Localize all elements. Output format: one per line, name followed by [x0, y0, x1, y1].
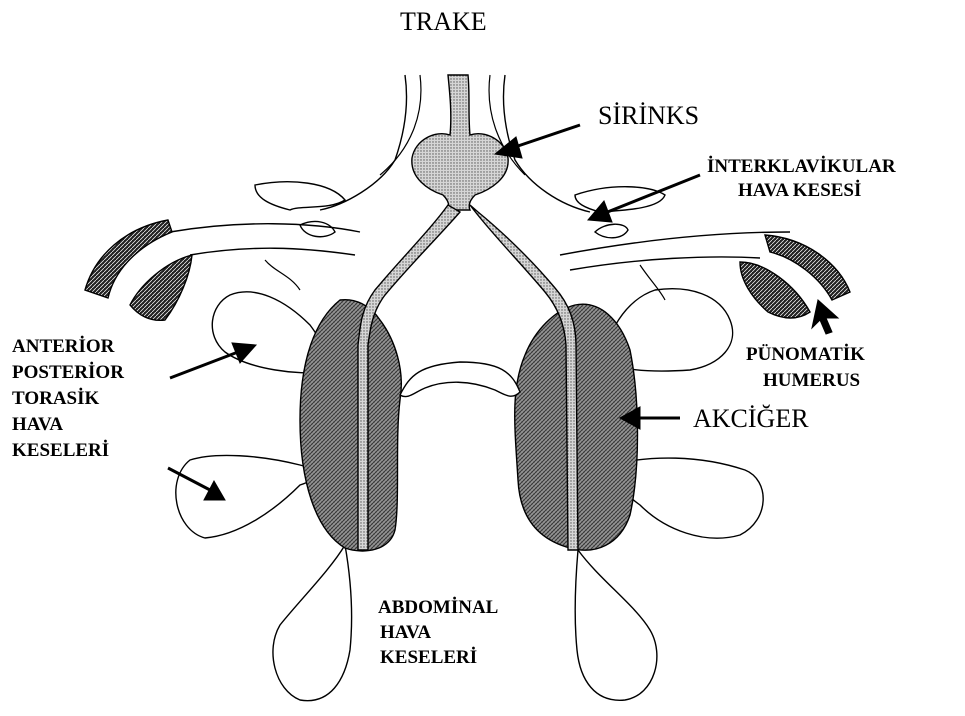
label-abdominal-line2: HAVA	[380, 622, 431, 643]
label-thoracic-line3: TORASİK	[12, 388, 100, 409]
label-abdominal-line1: ABDOMİNAL	[378, 597, 498, 618]
label-thoracic-line4: HAVA	[12, 414, 63, 435]
label-interclavicular-line1: İNTERKLAVİKULAR	[707, 156, 896, 177]
label-thoracic-line2: POSTERİOR	[12, 362, 124, 383]
clavicular-tubes	[170, 224, 790, 270]
label-humerus-line2: HUMERUS	[763, 370, 860, 391]
central-space	[400, 362, 520, 397]
humerus-right	[740, 235, 850, 318]
interclavicular-sac-left	[255, 182, 345, 237]
trachea	[412, 75, 508, 210]
label-syrinx: SİRİNKS	[598, 101, 699, 130]
label-humerus-line1: PÜNOMATİK	[746, 344, 865, 365]
label-abdominal-line3: KESELERİ	[380, 647, 477, 668]
label-interclavicular-line2: HAVA KESESİ	[738, 180, 861, 201]
label-lung: AKCİĞER	[693, 404, 809, 433]
label-trachea: TRAKE	[400, 7, 487, 36]
abdominal-sac-right	[575, 550, 657, 700]
label-thoracic-line5: KESELERİ	[12, 440, 109, 461]
label-thoracic-line1: ANTERİOR	[12, 336, 115, 357]
lung-left	[300, 300, 401, 551]
humerus-left	[85, 220, 192, 320]
abdominal-sac-left	[273, 545, 352, 701]
arrow-humerus	[812, 300, 838, 334]
